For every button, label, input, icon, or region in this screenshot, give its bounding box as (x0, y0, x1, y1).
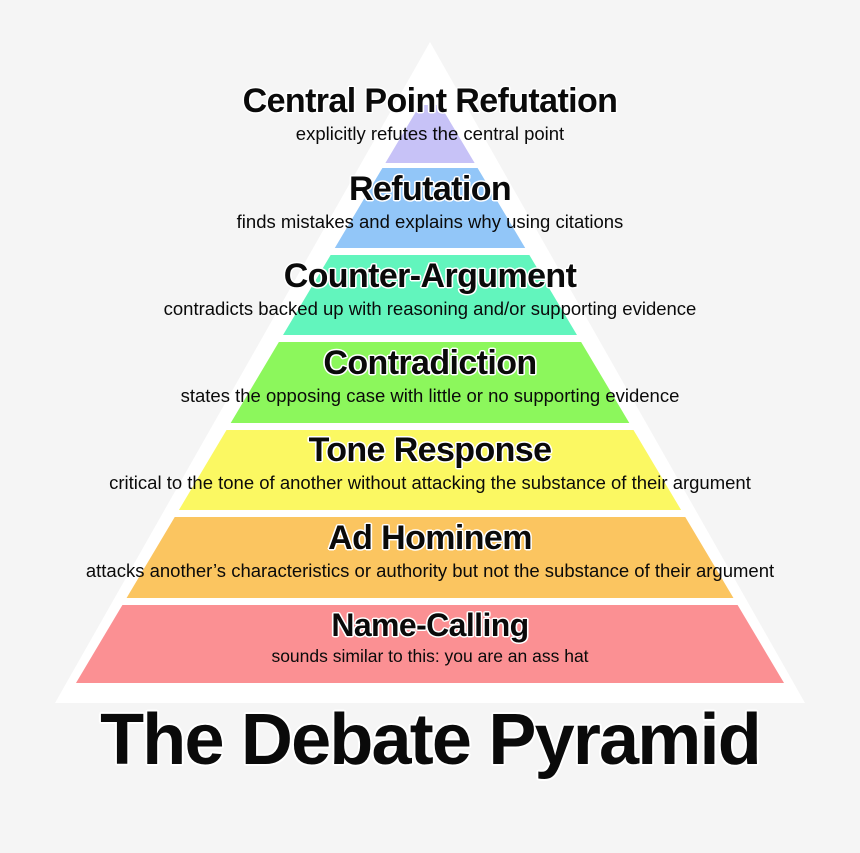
band-name-calling (73, 605, 787, 683)
pyramid-level-name-calling: Name-Calling sounds similar to this: you… (0, 609, 860, 666)
level-title: Counter-Argument (283, 257, 577, 295)
pyramid-level-contradiction: Contradiction states the opposing case w… (0, 346, 860, 406)
level-description: contradicts backed up with reasoning and… (163, 298, 697, 319)
pyramid-level-counter-argument: Counter-Argument contradicts backed up w… (0, 259, 860, 319)
level-description: attacks another’s characteristics or aut… (85, 560, 775, 581)
level-description: states the opposing case with little or … (180, 385, 680, 406)
level-description: finds mistakes and explains why using ci… (236, 211, 624, 232)
caption-text: The Debate Pyramid (100, 700, 762, 780)
level-description: critical to the tone of another without … (109, 472, 751, 493)
level-title: Ad Hominem (328, 519, 532, 557)
level-title: Refutation (348, 170, 512, 208)
level-title: Central Point Refutation (242, 82, 618, 120)
level-description: explicitly refutes the central point (295, 123, 565, 144)
level-title: Name-Calling (331, 607, 529, 643)
infographic-caption: The Debate Pyramid (0, 704, 860, 776)
pyramid-stage: Central Point Refutation explicitly refu… (0, 84, 860, 683)
pyramid-labels-layer: Central Point Refutation explicitly refu… (0, 84, 860, 666)
pyramid-graphic (73, 105, 787, 683)
pyramid-level-central-point-refutation: Central Point Refutation explicitly refu… (0, 84, 860, 144)
level-description: sounds similar to this: you are an ass h… (271, 646, 589, 666)
pyramid-level-refutation: Refutation finds mistakes and explains w… (0, 172, 860, 232)
band-ad-hominem (73, 517, 787, 598)
pyramid-level-tone-response: Tone Response critical to the tone of an… (0, 433, 860, 493)
level-title: Tone Response (308, 431, 552, 469)
level-title: Contradiction (323, 344, 537, 382)
pyramid-level-ad-hominem: Ad Hominem attacks another’s characteris… (0, 521, 860, 581)
